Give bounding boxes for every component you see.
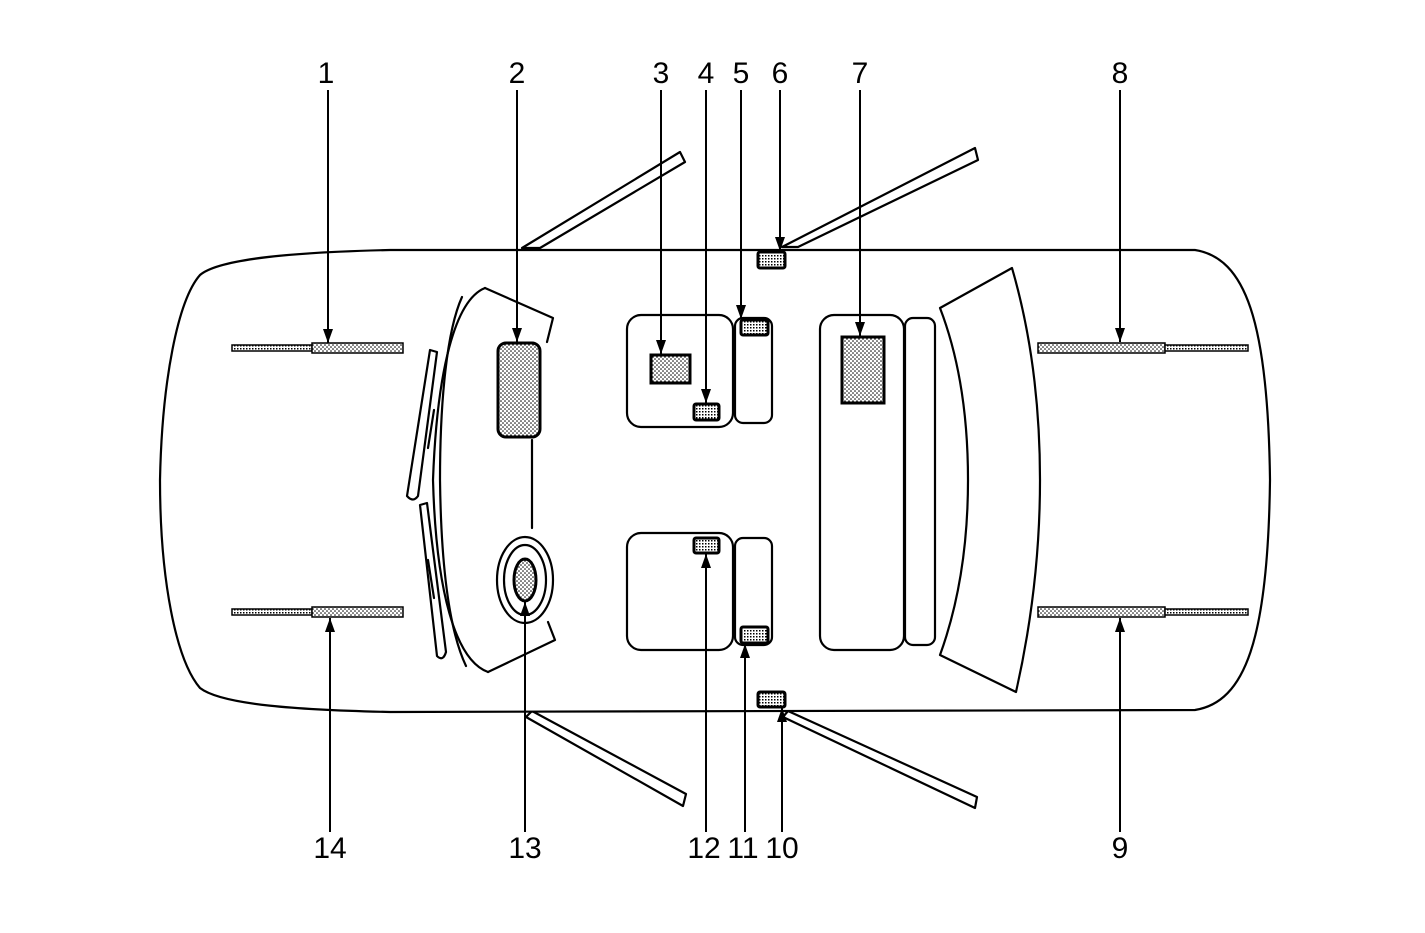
callout-label-14: 14	[313, 832, 346, 865]
rear-seat-module-7	[840, 335, 886, 405]
side-sensor-6	[756, 250, 787, 270]
front-seat-lower-back	[733, 536, 774, 647]
rear-upper-sensor	[1037, 342, 1249, 354]
wiper-upper-blade	[405, 348, 439, 501]
steering-wheel	[495, 535, 555, 625]
callout-label-7: 7	[852, 57, 869, 90]
rear-seat-back	[903, 316, 937, 647]
rear-upper-sensor-body	[1037, 342, 1166, 354]
front-seat-upper-back	[733, 316, 774, 425]
rear-lower-sensor	[1037, 606, 1249, 618]
seatback-sensor-5	[739, 318, 770, 337]
instrument-panel-module	[496, 341, 542, 439]
windshield-outer-edge	[431, 286, 490, 674]
callout-label-10: 10	[765, 832, 798, 865]
callout-label-5: 5	[733, 57, 750, 90]
dash-upper-edge	[483, 286, 555, 344]
callout-label-6: 6	[772, 57, 789, 90]
steering-wheel-hub	[512, 557, 538, 603]
wiper-lower-blade	[418, 501, 448, 660]
callout-label-1: 1	[318, 57, 335, 90]
rear-lower-sensor-body	[1037, 606, 1166, 618]
windshield-inner-edge	[438, 295, 468, 668]
rear-lower-sensor-lead	[1164, 608, 1249, 616]
callout-label-3: 3	[653, 57, 670, 90]
wiper-upper-arm	[426, 408, 436, 450]
front-upper-sensor	[231, 342, 404, 354]
windshield	[431, 286, 557, 674]
callout-label-4: 4	[698, 57, 715, 90]
callout-label-12: 12	[687, 832, 720, 865]
seatback-sensor-11	[739, 625, 770, 645]
rear-window	[938, 266, 1042, 694]
door-upper-front	[520, 150, 687, 250]
front-lower-sensor-body	[311, 606, 404, 618]
door-upper-rear	[780, 146, 980, 249]
callout-label-11: 11	[727, 832, 758, 865]
rear-upper-sensor-lead	[1164, 344, 1249, 352]
seat-sensor-12	[692, 536, 721, 555]
callout-label-8: 8	[1112, 57, 1129, 90]
door-lower-rear	[781, 709, 979, 810]
wiper-upper	[405, 348, 439, 501]
seat-module-3	[649, 353, 692, 385]
callout-label-2: 2	[509, 57, 526, 90]
dash-lower-edge	[486, 620, 557, 674]
front-lower-sensor-lead	[231, 608, 313, 616]
door-lower-front	[524, 709, 688, 808]
wiper-lower-arm	[426, 558, 436, 600]
callout-label-9: 9	[1112, 832, 1129, 865]
side-sensor-10	[756, 690, 787, 709]
front-lower-sensor	[231, 606, 404, 618]
seat-sensor-4	[692, 402, 721, 422]
wiper-lower	[418, 501, 448, 660]
front-upper-sensor-lead	[231, 344, 313, 352]
front-upper-sensor-body	[311, 342, 404, 354]
callout-label-13: 13	[508, 832, 541, 865]
